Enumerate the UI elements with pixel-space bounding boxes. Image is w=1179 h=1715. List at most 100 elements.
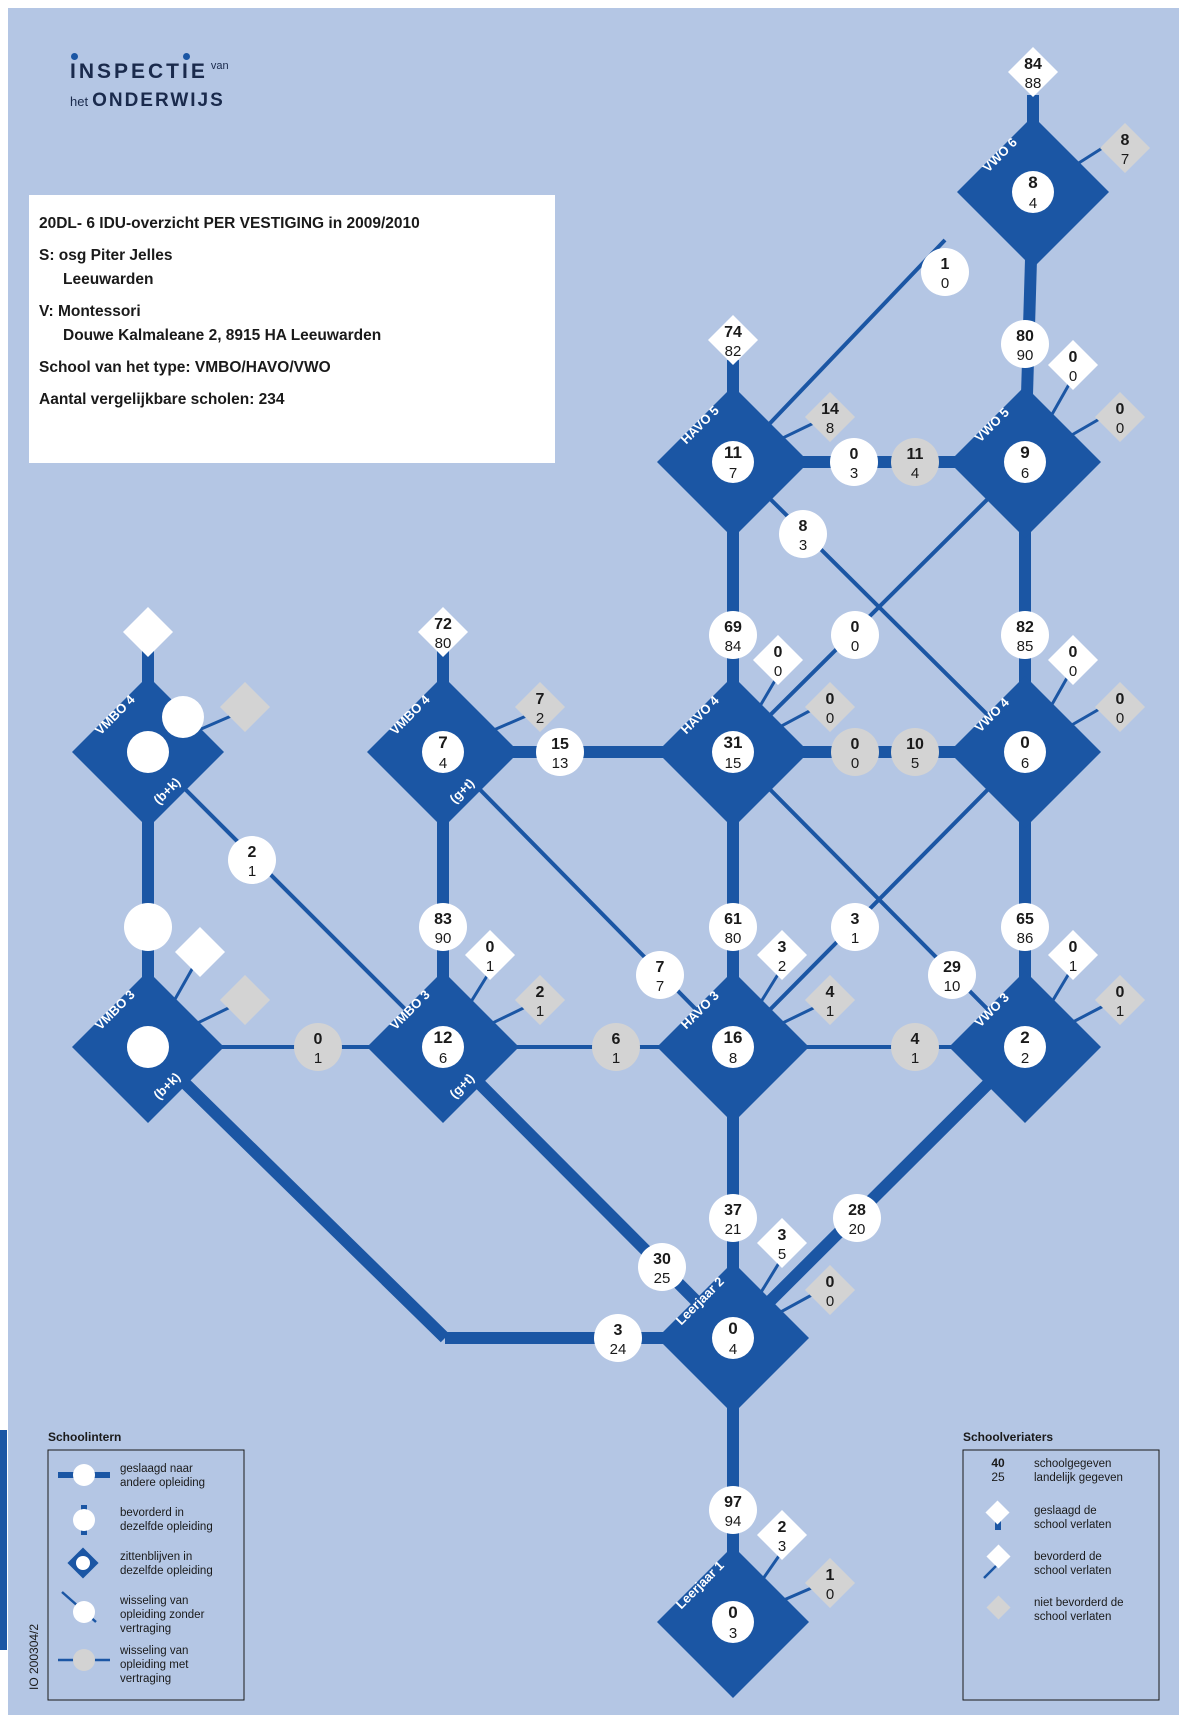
flow-value-bottom: 2 [778, 958, 786, 975]
node-count-circle [712, 731, 754, 773]
flow-value-top: 0 [486, 939, 495, 956]
node-value-bottom: 2 [1021, 1050, 1029, 1067]
flow-value-bottom: 0 [826, 1293, 834, 1310]
white-circle-icon [1001, 611, 1049, 659]
flow-value-bottom: 1 [1116, 1003, 1124, 1020]
legend-circle-icon [73, 1601, 95, 1623]
flow-value-top: 11 [907, 446, 924, 463]
flow-value-bottom: 3 [850, 465, 858, 482]
flow-label-grey-circle: 61 [592, 1023, 640, 1071]
flow-label-grey-circle: 114 [891, 438, 939, 486]
flow-value-bottom: 1 [826, 1003, 834, 1020]
flow-value-top: 29 [943, 959, 961, 976]
flow-value-bottom: 25 [654, 1270, 671, 1287]
white-circle-icon [1001, 320, 1049, 368]
white-circle-icon [833, 1194, 881, 1242]
legend-number-bottom: 25 [991, 1470, 1005, 1484]
flow-value-top: 3 [778, 939, 787, 956]
flow-value-top: 3 [851, 911, 860, 928]
white-diamond-icon [753, 635, 803, 685]
legend-circle-icon [76, 1556, 90, 1570]
legend-left-item-label: andere opleiding [120, 1477, 205, 1489]
flow-label-grey-circle: 01 [294, 1023, 342, 1071]
grey-diamond-icon [805, 975, 855, 1025]
node-value-top: 16 [724, 1028, 743, 1047]
grey-diamond-icon [1100, 123, 1150, 173]
flow-label-white-diamond: 00 [753, 635, 803, 685]
flow-edge [146, 750, 445, 1049]
legend-left-item-label: wisseling van [119, 1645, 188, 1657]
flow-value-top: 14 [821, 401, 839, 418]
white-diamond-icon [757, 1510, 807, 1560]
node-extra-circle [162, 696, 204, 738]
node-value-top: 2 [1020, 1028, 1029, 1047]
grey-diamond-icon [515, 682, 565, 732]
node-count-circle [127, 731, 169, 773]
legend-left-frame [47, 1449, 245, 1701]
info-title: 20DL- 6 IDU-overzicht PER VESTIGING in 2… [39, 215, 420, 232]
flow-value-bottom: 1 [851, 930, 859, 947]
node-value-top: 11 [724, 443, 742, 462]
flow-value-top: 0 [851, 619, 860, 636]
flow-value-bottom: 24 [610, 1341, 627, 1358]
flow-value-bottom: 0 [1069, 663, 1077, 680]
flow-value-top: 8 [799, 518, 808, 535]
white-circle-icon [709, 903, 757, 951]
flow-value-bottom: 0 [941, 275, 949, 292]
flow-value-top: 30 [653, 1251, 671, 1268]
info-school-city: Leeuwarden [63, 271, 154, 288]
flow-label-white-circle [124, 903, 172, 951]
node-value-bottom: 8 [729, 1050, 737, 1067]
flow-label-white-diamond: 35 [757, 1218, 807, 1268]
white-circle-icon [124, 903, 172, 951]
white-circle-icon [830, 438, 878, 486]
flow-edge [731, 750, 1027, 1049]
white-diamond-icon [418, 607, 468, 657]
flow-value-bottom: 0 [851, 638, 859, 655]
grey-diamond-icon [515, 975, 565, 1025]
flow-value-bottom: 1 [536, 1003, 544, 1020]
flow-value-bottom: 8 [826, 420, 834, 437]
info-school-type: School van het type: VMBO/HAVO/VWO [39, 359, 331, 376]
flow-value-top: 4 [826, 984, 835, 1001]
white-diamond-icon [1008, 47, 1058, 97]
edge-strip [0, 1430, 7, 1650]
flow-value-top: 0 [1116, 401, 1125, 418]
legend-white-diamond-icon [986, 1544, 1011, 1569]
flow-edge [143, 1042, 450, 1343]
grey-circle-icon [891, 728, 939, 776]
node-value-top: 12 [434, 1028, 453, 1047]
grey-circle-icon [831, 728, 879, 776]
legend-diagonal-line-icon [983, 1563, 999, 1579]
grey-diamond-icon [1095, 392, 1145, 442]
flow-label-white-diamond [175, 927, 225, 977]
flow-value-bottom: 82 [725, 343, 742, 360]
legend-grey-circle-icon [73, 1649, 95, 1671]
flow-value-bottom: 1 [911, 1050, 919, 1067]
legend-circle-icon [73, 1464, 95, 1486]
edges-layer [142, 95, 1116, 1624]
flow-value-top: 1 [826, 1567, 835, 1584]
white-diamond-icon [123, 607, 173, 657]
flow-value-bottom: 4 [911, 465, 919, 482]
flow-label-grey-diamond: 00 [805, 682, 855, 732]
white-circle-icon [636, 951, 684, 999]
flow-label-grey-diamond: 87 [1100, 123, 1150, 173]
legend-left-item-label: vertraging [120, 1623, 171, 1635]
flow-value-top: 8 [1121, 132, 1130, 149]
flow-value-top: 10 [906, 736, 924, 753]
flow-value-bottom: 1 [486, 958, 494, 975]
flow-value-top: 0 [850, 446, 859, 463]
flow-value-top: 0 [1069, 939, 1078, 956]
flow-value-bottom: 80 [725, 930, 742, 947]
flow-label-white-circle: 10 [921, 248, 969, 296]
flow-value-bottom: 90 [1017, 347, 1034, 364]
